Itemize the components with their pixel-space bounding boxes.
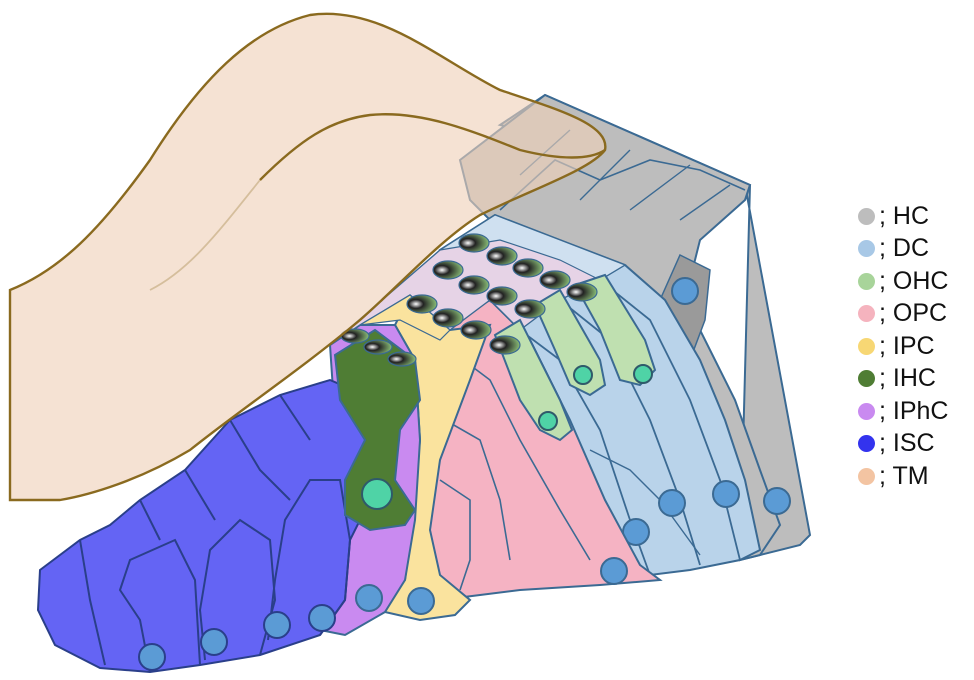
inner-sulcus-nucleus — [201, 629, 227, 655]
stereocilia-bundle — [487, 247, 517, 265]
stereocilia-bundle — [459, 276, 489, 294]
stereocilia-bundle — [364, 340, 392, 354]
legend-swatch-dc — [858, 240, 875, 257]
stereocilia-bundle — [540, 271, 570, 289]
stereocilia-bundle — [567, 283, 597, 301]
legend-swatch-hc — [858, 208, 875, 225]
legend-label-ihc: ; IHC — [879, 366, 936, 391]
legend-label-ipc: ; IPC — [879, 334, 935, 359]
stereocilia-bundle — [407, 295, 437, 313]
outer-hair-cell-nucleus — [574, 366, 592, 384]
stereocilia-bundle — [433, 309, 463, 327]
inner-pillar-nucleus — [408, 588, 434, 614]
legend-item-isc: ; ISC — [858, 428, 974, 461]
legend-swatch-ihc — [858, 370, 875, 387]
legend-label-ohc: ; OHC — [879, 269, 948, 294]
legend-item-ipc: ; IPC — [858, 330, 974, 363]
legend-swatch-tm — [858, 468, 875, 485]
legend-swatch-opc — [858, 305, 875, 322]
hensen-nucleus — [764, 488, 790, 514]
legend-item-ihc: ; IHC — [858, 363, 974, 396]
legend-swatch-iphc — [858, 403, 875, 420]
inner-sulcus-nucleus — [139, 644, 165, 670]
stereocilia-bundle — [461, 321, 491, 339]
legend-swatch-ohc — [858, 273, 875, 290]
legend-label-iphc: ; IPhC — [879, 399, 948, 424]
legend-item-iphc: ; IPhC — [858, 395, 974, 428]
legend-label-opc: ; OPC — [879, 301, 947, 326]
legend-swatch-ipc — [858, 338, 875, 355]
stereocilia-bundle — [490, 336, 520, 354]
outer-hair-cell-nucleus — [539, 412, 557, 430]
inner-hair-cell-nucleus — [362, 479, 392, 509]
stereocilia-bundle — [515, 300, 545, 318]
stereocilia-bundle — [513, 259, 543, 277]
legend-label-dc: ; DC — [879, 236, 929, 261]
inner-sulcus-nucleus — [264, 612, 290, 638]
outer-hair-cell-nucleus — [634, 365, 652, 383]
stereocilia-bundle — [487, 287, 517, 305]
inner-phalangeal-nucleus — [356, 585, 382, 611]
legend-label-tm: ; TM — [879, 464, 929, 489]
legend-item-hc: ; HC — [858, 200, 974, 233]
legend-item-dc: ; DC — [858, 233, 974, 266]
legend-item-opc: ; OPC — [858, 298, 974, 331]
stereocilia-bundle — [388, 352, 416, 366]
hensen-nucleus — [672, 278, 698, 304]
outer-pillar-nucleus — [601, 558, 627, 584]
deiters-nucleus — [713, 481, 739, 507]
legend-label-hc: ; HC — [879, 204, 929, 229]
legend-label-isc: ; ISC — [879, 431, 935, 456]
legend-swatch-isc — [858, 435, 875, 452]
legend-item-ohc: ; OHC — [858, 265, 974, 298]
stereocilia-bundle — [459, 234, 489, 252]
inner-sulcus-nucleus — [309, 605, 335, 631]
deiters-nucleus — [659, 490, 685, 516]
legend-item-tm: ; TM — [858, 460, 974, 493]
legend: ; HC ; DC ; OHC ; OPC ; IPC ; IHC ; IPhC… — [858, 200, 974, 493]
stereocilia-bundle — [433, 261, 463, 279]
